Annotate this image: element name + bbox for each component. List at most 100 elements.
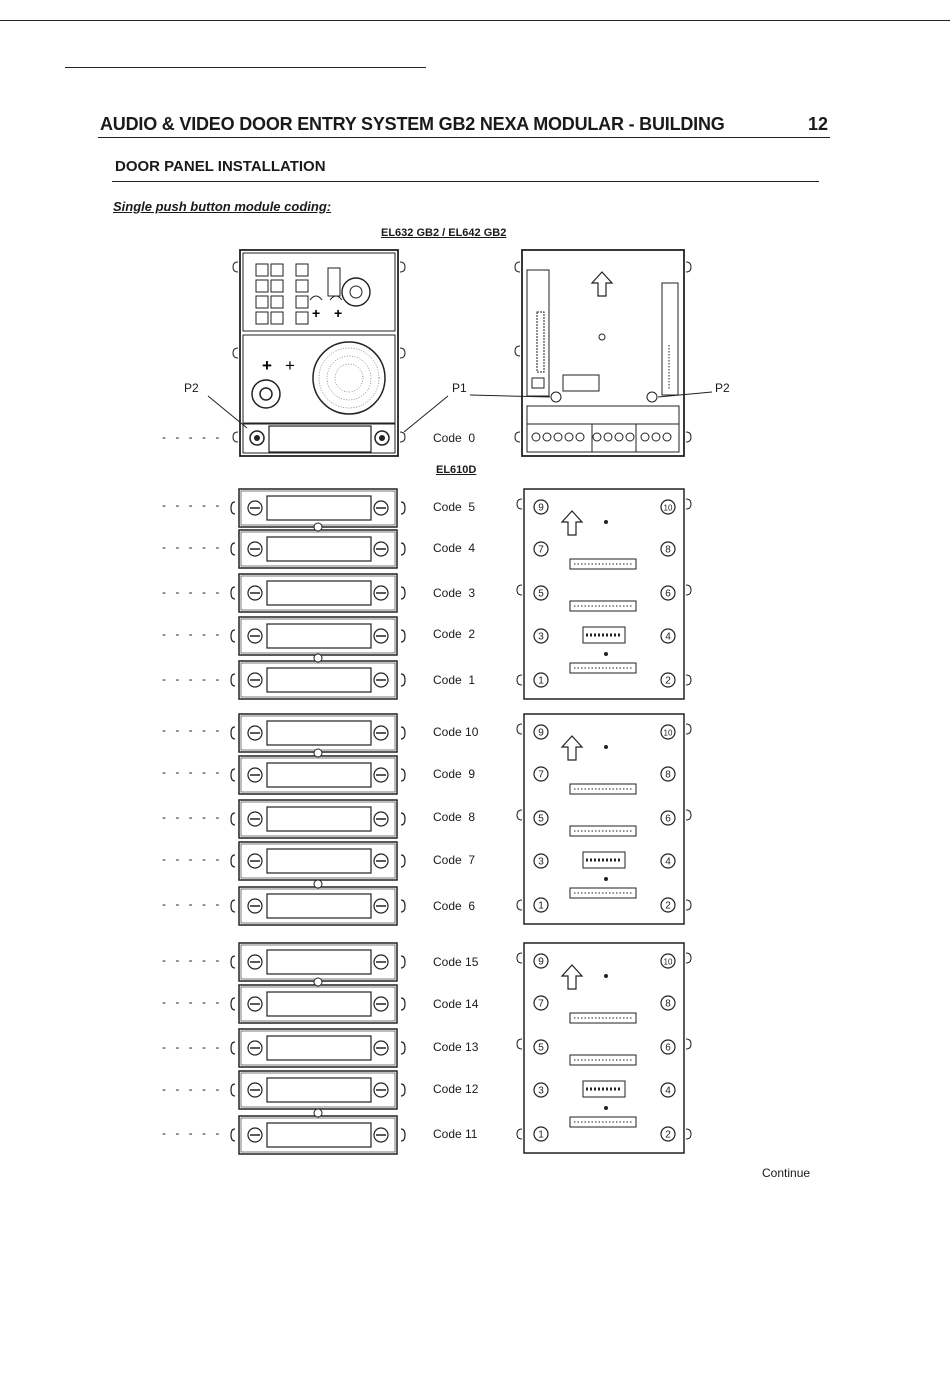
terminal-number: 5 [538, 1043, 544, 1054]
button-module [230, 1070, 406, 1110]
terminal-number: 6 [665, 589, 671, 600]
code-label: Code 3 [433, 586, 476, 600]
button-module [230, 573, 406, 613]
terminal-number: 7 [538, 999, 544, 1010]
terminal-circle [660, 499, 676, 515]
module-group-1-front [230, 488, 406, 700]
button-module [230, 841, 406, 881]
terminal-circle [533, 953, 549, 969]
page-number: 12 [808, 114, 829, 134]
button-module [230, 1028, 406, 1068]
button-module [230, 886, 406, 926]
document-title: AUDIO & VIDEO DOOR ENTRY SYSTEM GB2 NEXA… [100, 114, 725, 134]
title-underline [98, 137, 830, 138]
terminal-circle [660, 1082, 676, 1098]
code-label: Code 0 [433, 431, 476, 445]
dash-leader: - - - - - [162, 498, 223, 512]
entrance-panel-back [469, 249, 713, 457]
terminal-number: 4 [665, 857, 671, 868]
terminal-number: 2 [665, 676, 671, 687]
terminal-number: 1 [538, 676, 544, 687]
dash-leader: - - - - - [162, 953, 223, 967]
terminal-number: 8 [665, 999, 671, 1010]
callout-p2-right: P2 [715, 381, 730, 395]
code-label: Code 9 [433, 767, 476, 781]
svg-text:+: + [334, 305, 342, 321]
code-label: Code 11 [433, 1127, 478, 1141]
terminal-number: 3 [538, 857, 544, 868]
dash-leader: - - - - - [162, 995, 223, 1009]
module-group-3-front [230, 942, 406, 1155]
terminal-circle [533, 499, 549, 515]
terminal-number: 1 [538, 901, 544, 912]
terminal-circle [660, 628, 676, 644]
terminal-circle [533, 585, 549, 601]
terminal-circle [660, 766, 676, 782]
terminal-circle [660, 1039, 676, 1055]
dash-leader: - - - - - [162, 810, 223, 824]
terminal-number: 3 [538, 632, 544, 643]
continue-label: Continue [762, 1166, 811, 1180]
terminal-circle [533, 541, 549, 557]
code-label: Code 1 [433, 673, 476, 687]
dash-leader: - - - - - [162, 430, 223, 444]
dash-leader: - - - - - [162, 627, 223, 641]
terminal-number: 1 [538, 1130, 544, 1141]
terminal-number: 2 [665, 901, 671, 912]
entrance-panel-front: + + + + [207, 249, 449, 457]
svg-text:+: + [285, 356, 295, 375]
button-module [230, 1115, 406, 1155]
module-label: EL610D [436, 464, 477, 476]
terminal-number: 9 [538, 503, 544, 514]
code-label: Code 5 [433, 500, 476, 514]
dash-leader: - - - - - [162, 765, 223, 779]
top-page-rule [0, 20, 950, 21]
dash-leader: - - - - - [162, 540, 223, 554]
code-label: Code 13 [433, 1040, 479, 1054]
terminal-number: 5 [538, 589, 544, 600]
dash-leader: - - - - - [162, 1082, 223, 1096]
model-label: EL632 GB2 / EL642 GB2 [381, 227, 507, 239]
terminal-circle [660, 1126, 676, 1142]
callout-p1: P1 [452, 381, 467, 395]
terminal-circle [533, 1039, 549, 1055]
terminal-number: 10 [664, 504, 673, 513]
module-group-2-front [230, 713, 406, 926]
svg-text:+: + [262, 356, 272, 375]
terminal-circle [533, 628, 549, 644]
button-module [230, 755, 406, 795]
button-module [230, 529, 406, 569]
dash-leader: - - - - - [162, 1040, 223, 1054]
terminal-number: 9 [538, 728, 544, 739]
code-label: Code 8 [433, 810, 476, 824]
terminal-number: 10 [664, 729, 673, 738]
terminal-circle [533, 810, 549, 826]
terminal-circle [533, 766, 549, 782]
terminal-circle [533, 1082, 549, 1098]
terminal-circle [533, 995, 549, 1011]
button-module [230, 799, 406, 839]
terminal-circle [660, 810, 676, 826]
dash-leader: - - - - - [162, 672, 223, 686]
section-title: DOOR PANEL INSTALLATION [115, 158, 326, 175]
terminal-number: 2 [665, 1130, 671, 1141]
terminal-number: 9 [538, 957, 544, 968]
button-module [230, 942, 406, 982]
terminal-number: 4 [665, 632, 671, 643]
dash-leader: - - - - - [162, 852, 223, 866]
terminal-number: 7 [538, 545, 544, 556]
dash-leader: - - - - - [162, 585, 223, 599]
svg-text:+: + [312, 305, 320, 321]
terminal-circle [533, 672, 549, 688]
code-label: Code 14 [433, 997, 479, 1011]
code-label: Code 10 [433, 725, 479, 739]
button-module [230, 984, 406, 1024]
terminal-number: 8 [665, 770, 671, 781]
dash-leader: - - - - - [162, 897, 223, 911]
section-underline [112, 181, 819, 182]
terminal-number: 5 [538, 814, 544, 825]
terminal-circle [660, 672, 676, 688]
terminal-number: 7 [538, 770, 544, 781]
terminal-circle [660, 853, 676, 869]
